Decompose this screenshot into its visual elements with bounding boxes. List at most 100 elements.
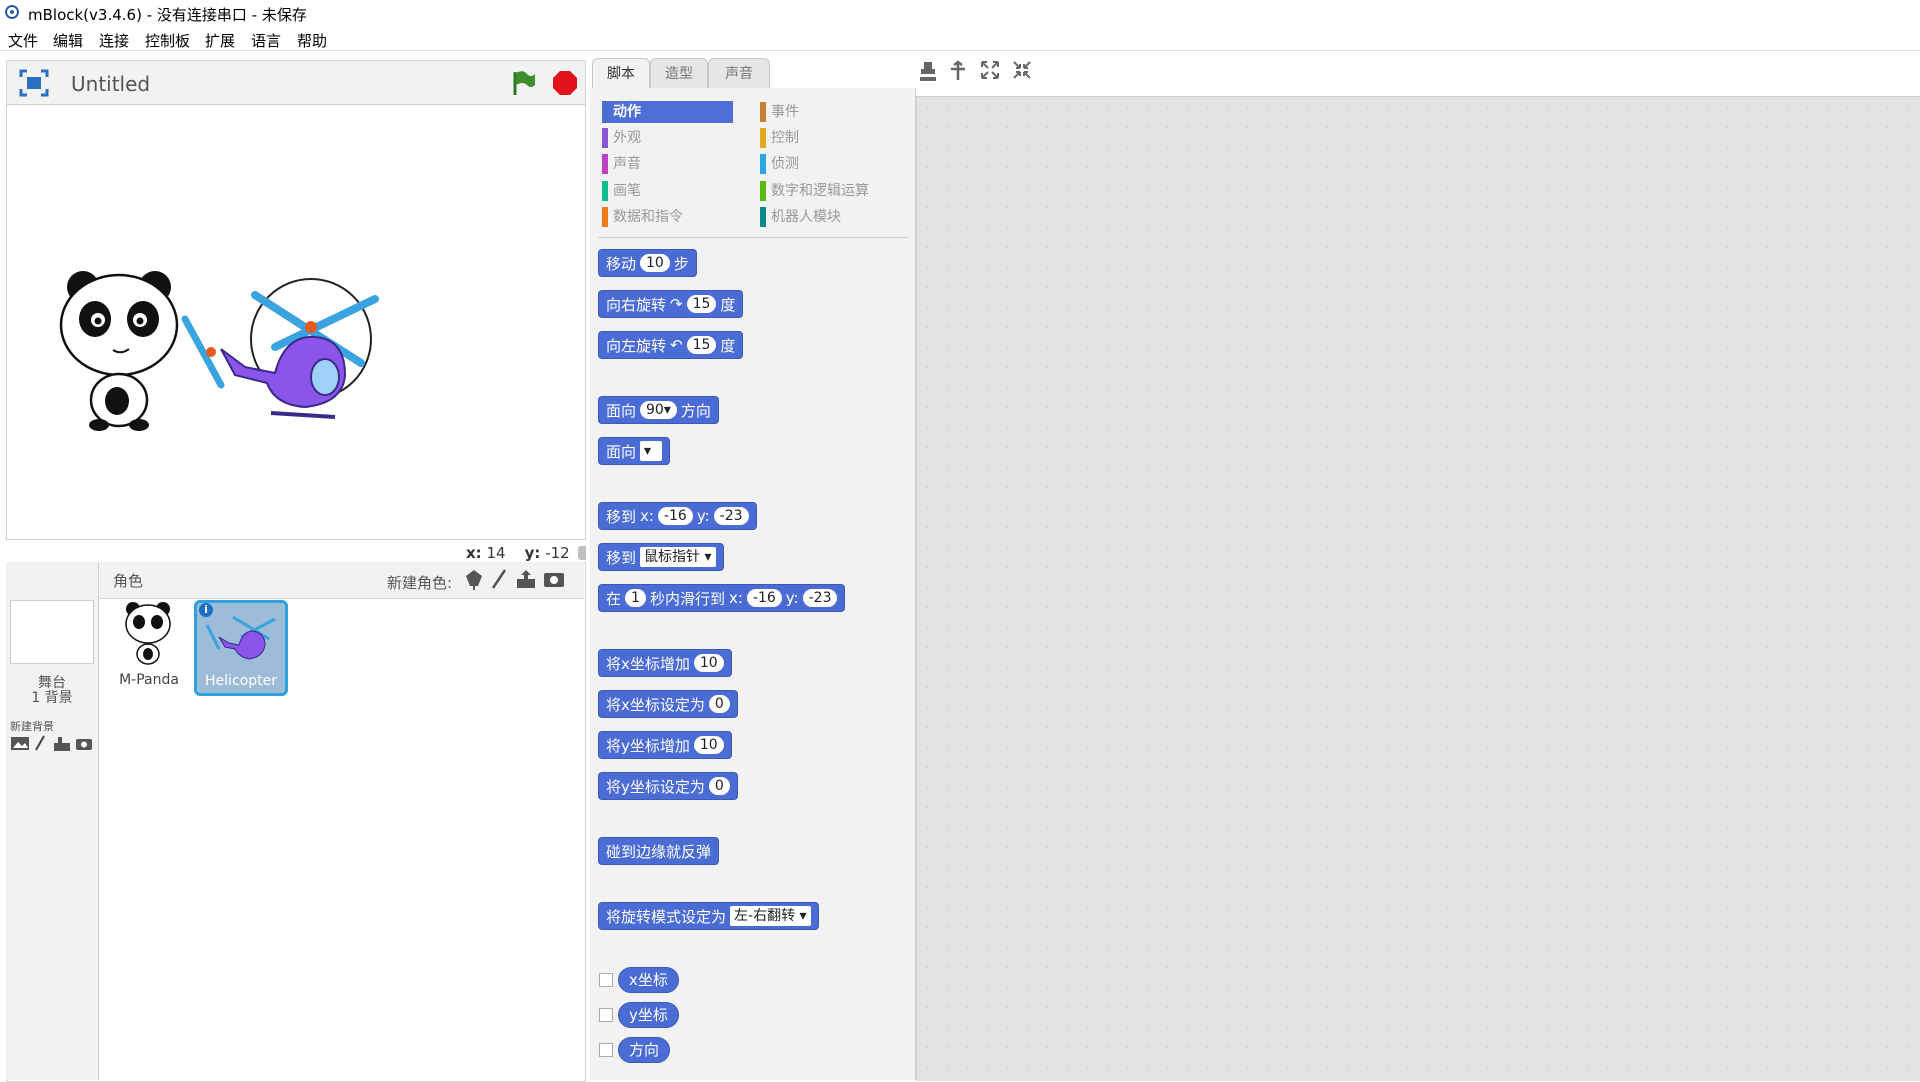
tab-sounds[interactable]: 声音 — [708, 58, 770, 89]
sprites-heading: 角色 — [113, 572, 144, 590]
block-goto-xy[interactable]: 移到 x: -16 y: -23 — [598, 502, 757, 530]
seconds-input[interactable]: 1 — [625, 589, 646, 607]
category-motion[interactable]: 动作 — [602, 101, 733, 123]
category-color-swatch — [602, 128, 608, 148]
block-label: 面向 — [606, 401, 637, 420]
sprite-thumb-panda[interactable]: M-Panda — [110, 600, 188, 692]
menu-file[interactable]: 文件 — [8, 32, 39, 50]
category-robots[interactable]: 机器人模块 — [760, 206, 841, 228]
category-color-swatch — [760, 102, 766, 122]
panda-sprite[interactable] — [55, 265, 185, 435]
block-set-x[interactable]: 将x坐标设定为 0 — [598, 690, 738, 718]
category-data[interactable]: 数据和指令 — [602, 206, 683, 228]
script-area[interactable] — [916, 96, 1920, 1081]
x-input[interactable]: -16 — [746, 589, 782, 607]
block-glide[interactable]: 在 1 秒内滑行到 x: -16 y: -23 — [598, 584, 846, 612]
upload-sprite-icon[interactable] — [515, 568, 537, 590]
steps-input[interactable]: 10 — [640, 254, 670, 272]
fullscreen-icon[interactable] — [19, 69, 49, 97]
category-sensing[interactable]: 侦测 — [760, 153, 799, 175]
y-input[interactable]: -23 — [802, 589, 838, 607]
block-change-x[interactable]: 将x坐标增加 10 — [598, 649, 732, 677]
value-input[interactable]: 0 — [708, 777, 730, 795]
reporter-direction[interactable]: 方向 — [618, 1037, 671, 1063]
menu-extensions[interactable]: 扩展 — [205, 32, 236, 50]
degrees-input[interactable]: 15 — [686, 336, 717, 354]
value-input[interactable]: 10 — [693, 736, 724, 754]
block-label: 方向 — [680, 401, 711, 420]
checkbox-y-position[interactable] — [599, 1008, 613, 1022]
stop-icon[interactable] — [551, 69, 579, 97]
rotation-style-dropdown[interactable]: 左-右翻转 ▾ — [730, 906, 811, 926]
paint-sprite-icon[interactable] — [491, 568, 507, 590]
degrees-input[interactable]: 15 — [686, 295, 717, 313]
sprite-info-icon[interactable]: i — [199, 603, 213, 617]
checkbox-x-position[interactable] — [599, 973, 613, 987]
block-label: x: — [640, 507, 654, 525]
target-dropdown[interactable]: 鼠标指针 ▾ — [640, 547, 716, 567]
direction-value: 90 — [646, 402, 664, 418]
block-label: y: — [785, 589, 799, 607]
y-input[interactable]: -23 — [713, 507, 749, 525]
helicopter-sprite[interactable] — [175, 275, 395, 435]
category-sound[interactable]: 声音 — [602, 153, 641, 175]
block-goto-target[interactable]: 移到 鼠标指针 ▾ — [598, 543, 724, 571]
category-operators[interactable]: 数字和逻辑运算 — [760, 180, 869, 202]
block-move-steps[interactable]: 移动 10 步 — [598, 249, 697, 277]
menu-connect[interactable]: 连接 — [99, 32, 130, 50]
checkbox-direction[interactable] — [599, 1043, 613, 1057]
sprite-library-icon[interactable] — [464, 568, 484, 590]
tab-scripts[interactable]: 脚本 — [592, 58, 650, 89]
block-turn-left[interactable]: 向左旋转 ↶ 15 度 — [598, 331, 744, 359]
block-turn-right[interactable]: 向右旋转 ↷ 15 度 — [598, 290, 744, 318]
category-looks[interactable]: 外观 — [602, 127, 641, 149]
x-input[interactable]: -16 — [657, 507, 693, 525]
block-label: 移到 — [606, 507, 637, 526]
direction-dropdown[interactable]: 90▾ — [640, 401, 677, 419]
block-bounce[interactable]: 碰到边缘就反弹 — [598, 837, 720, 865]
dropdown-arrow-icon: ▾ — [644, 443, 652, 459]
mouse-coordinates: x: 14 y: -12 — [466, 544, 570, 562]
menu-edit[interactable]: 编辑 — [53, 32, 84, 50]
project-name[interactable]: Untitled — [71, 72, 151, 96]
dropdown-arrow-icon: ▾ — [663, 402, 671, 418]
menu-bar: 文件 编辑 连接 控制板 扩展 语言 帮助 — [0, 26, 1920, 51]
category-events[interactable]: 事件 — [760, 101, 799, 123]
reporter-y-position[interactable]: y坐标 — [618, 1002, 679, 1028]
target-dropdown[interactable]: ▾ — [640, 441, 663, 461]
menu-help[interactable]: 帮助 — [297, 32, 328, 50]
menu-language[interactable]: 语言 — [251, 32, 282, 50]
reporter-x-position[interactable]: x坐标 — [618, 967, 679, 993]
block-point-towards[interactable]: 面向 ▾ — [598, 437, 671, 465]
value-input[interactable]: 10 — [693, 654, 724, 672]
cut-delete-icon[interactable] — [948, 60, 968, 82]
x-coordinate-value: 14 — [486, 544, 506, 562]
block-label: 面向 — [606, 442, 637, 461]
menu-board[interactable]: 控制板 — [145, 32, 191, 50]
value-input[interactable]: 0 — [708, 695, 730, 713]
category-label: 侦测 — [771, 156, 799, 172]
category-pen[interactable]: 画笔 — [602, 180, 641, 202]
new-backdrop-tools[interactable] — [10, 734, 94, 752]
camera-sprite-icon[interactable] — [543, 570, 565, 588]
block-set-y[interactable]: 将y坐标设定为 0 — [598, 772, 738, 800]
category-color-swatch — [760, 128, 766, 148]
collapse-stage-handle[interactable] — [578, 546, 586, 560]
shrink-icon[interactable] — [1012, 60, 1032, 80]
tab-costumes[interactable]: 造型 — [650, 58, 708, 89]
category-label: 机器人模块 — [771, 209, 841, 225]
duplicate-stamp-icon[interactable] — [918, 60, 938, 82]
dropdown-arrow-icon: ▾ — [799, 908, 807, 924]
x-coordinate-label: x: — [466, 544, 482, 562]
grow-icon[interactable] — [980, 60, 1000, 80]
category-color-swatch — [602, 181, 608, 201]
category-control[interactable]: 控制 — [760, 127, 799, 149]
sprite-thumb-helicopter[interactable]: i Helicopter — [194, 600, 288, 696]
stage-canvas[interactable] — [6, 104, 586, 540]
block-point-in-direction[interactable]: 面向 90▾ 方向 — [598, 396, 719, 424]
block-change-y[interactable]: 将y坐标增加 10 — [598, 731, 732, 759]
block-rotation-style[interactable]: 将旋转模式设定为 左-右翻转 ▾ — [598, 902, 819, 930]
green-flag-icon[interactable] — [511, 69, 537, 97]
stage-thumbnail[interactable] — [10, 600, 94, 664]
block-label: 将旋转模式设定为 — [606, 907, 727, 926]
